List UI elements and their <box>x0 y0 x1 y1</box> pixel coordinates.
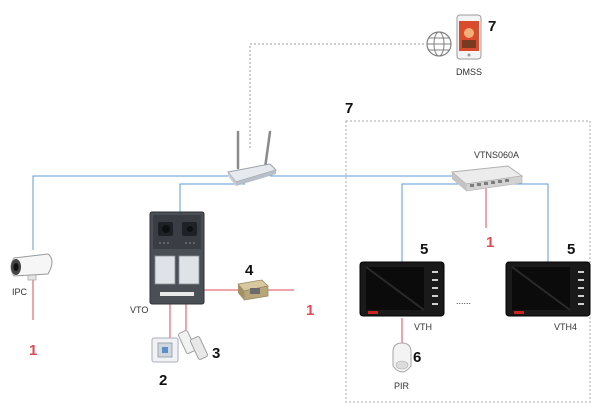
cable-switch-vth-left <box>401 183 470 262</box>
switch-label: VTNS060A <box>474 150 519 160</box>
electric-lock-icon <box>237 279 269 301</box>
indoor-monitor-right-icon <box>505 261 591 317</box>
cloud-link-dashed <box>249 43 425 148</box>
vth4-label: VTH4 <box>554 322 577 332</box>
globe-icon <box>426 31 452 57</box>
exit-button-icon <box>151 337 179 363</box>
poe-switch-icon <box>450 165 524 192</box>
door-station-icon <box>149 211 205 305</box>
wifi-router-icon <box>227 130 277 186</box>
door-sensor-number: 3 <box>212 345 220 362</box>
exit-button-number: 2 <box>159 372 167 389</box>
switch-red-number: 1 <box>486 234 494 251</box>
indoor-group-box <box>345 120 591 403</box>
cable-ipc-router <box>32 175 228 250</box>
pir-number: 6 <box>413 349 421 366</box>
lock-number: 4 <box>245 262 254 279</box>
vth-label: VTH <box>414 322 432 332</box>
ipc-label: IPC <box>12 287 28 297</box>
group-number: 7 <box>345 100 353 117</box>
indoor-monitor-left-icon <box>359 261 445 317</box>
cable-switch-vth-right <box>505 183 549 262</box>
red-wires <box>32 188 487 343</box>
ellipsis-label: ...... <box>456 296 471 306</box>
lock-red-number: 1 <box>306 302 314 319</box>
cable-router-vto <box>179 183 245 212</box>
dmss-label: DMSS <box>456 67 482 77</box>
vto-label: VTO <box>130 305 148 315</box>
door-sensor-icon <box>177 330 209 360</box>
pir-label: PIR <box>394 381 410 391</box>
ipc-red-number: 1 <box>29 342 37 359</box>
network-cables <box>32 175 549 262</box>
vth-right-number: 5 <box>567 241 575 258</box>
smartphone-icon <box>456 14 482 60</box>
vth-left-number: 5 <box>420 241 428 258</box>
dmss-number: 7 <box>488 18 496 35</box>
pir-sensor-icon <box>392 342 412 373</box>
bullet-camera-icon <box>10 253 53 281</box>
